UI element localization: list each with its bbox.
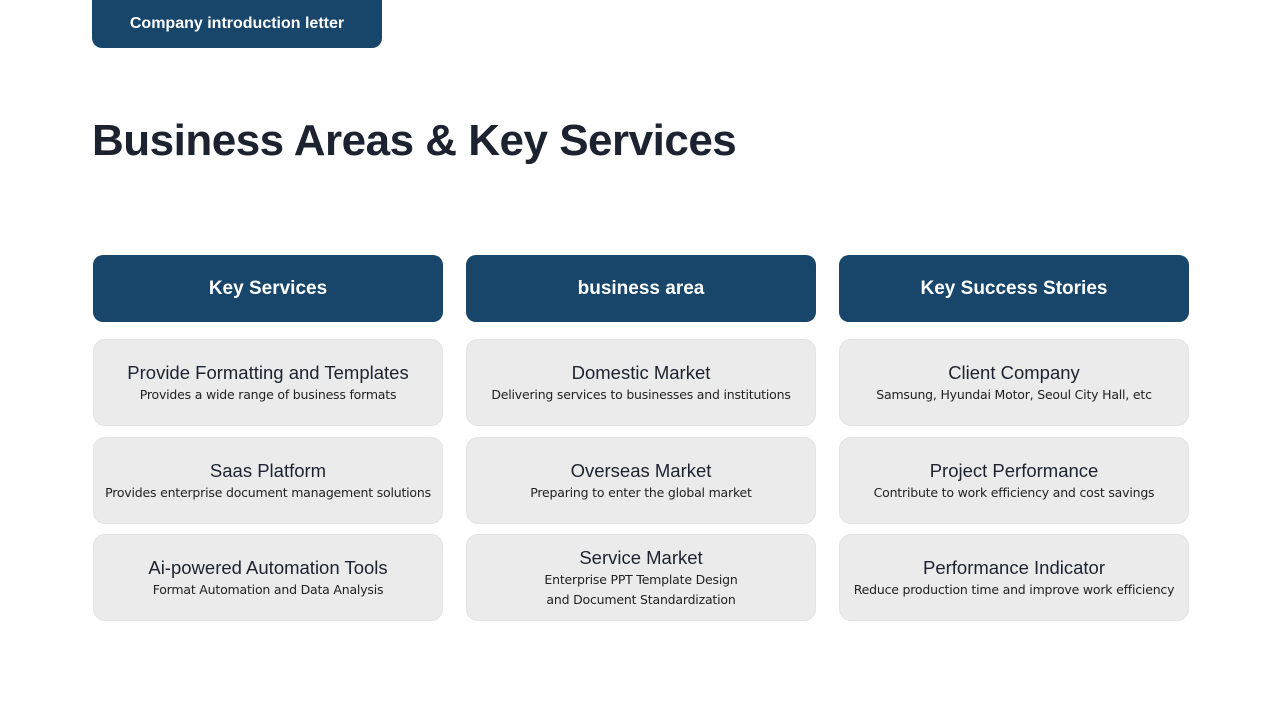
column-header-label: Key Success Stories xyxy=(920,277,1108,299)
story-card: Project Performance Contribute to work e… xyxy=(839,437,1189,524)
section-tag-label: Company introduction letter xyxy=(129,15,345,32)
column-header: business area xyxy=(466,255,816,322)
card-title: Service Market xyxy=(579,546,703,568)
card-title: Performance Indicator xyxy=(922,556,1105,578)
section-tag: Company introduction letter xyxy=(92,0,382,48)
card-description-line-2: and Document Standardization xyxy=(546,591,736,607)
column-header-label: business area xyxy=(577,277,705,299)
story-card: Client Company Samsung, Hyundai Motor, S… xyxy=(839,339,1189,426)
area-card: Domestic Market Delivering services to b… xyxy=(466,339,816,426)
card-description: Delivering services to businesses and in… xyxy=(491,386,791,402)
card-description: Preparing to enter the global market xyxy=(530,484,752,500)
card-description: Enterprise PPT Template Design xyxy=(544,571,738,587)
column-key-success-stories: Key Success Stories Client Company Samsu… xyxy=(839,255,1189,621)
card-description: Contribute to work efficiency and cost s… xyxy=(873,484,1155,500)
column-header: Key Services xyxy=(93,255,443,322)
card-title: Ai-powered Automation Tools xyxy=(148,556,388,578)
column-business-area: business area Domestic Market Delivering… xyxy=(466,255,816,621)
service-card: Saas Platform Provides enterprise docume… xyxy=(93,437,443,524)
card-description: Reduce production time and improve work … xyxy=(853,581,1175,597)
area-card: Service Market Enterprise PPT Template D… xyxy=(466,534,816,621)
card-description: Provides enterprise document management … xyxy=(105,484,431,500)
column-header-label: Key Services xyxy=(208,277,328,299)
card-title: Saas Platform xyxy=(209,459,327,481)
card-description: Samsung, Hyundai Motor, Seoul City Hall,… xyxy=(876,386,1152,402)
column-key-services: Key Services Provide Formatting and Temp… xyxy=(93,255,443,621)
service-card: Provide Formatting and Templates Provide… xyxy=(93,339,443,426)
card-title: Client Company xyxy=(948,361,1080,383)
card-title: Provide Formatting and Templates xyxy=(127,361,409,383)
page-title: Business Areas & Key Services xyxy=(92,116,737,165)
card-description: Provides a wide range of business format… xyxy=(139,386,397,402)
card-title: Overseas Market xyxy=(570,459,712,481)
card-title: Domestic Market xyxy=(571,361,711,383)
card-title: Project Performance xyxy=(929,459,1099,481)
story-card: Performance Indicator Reduce production … xyxy=(839,534,1189,621)
service-card: Ai-powered Automation Tools Format Autom… xyxy=(93,534,443,621)
column-header: Key Success Stories xyxy=(839,255,1189,322)
area-card: Overseas Market Preparing to enter the g… xyxy=(466,437,816,524)
card-description: Format Automation and Data Analysis xyxy=(152,581,384,597)
